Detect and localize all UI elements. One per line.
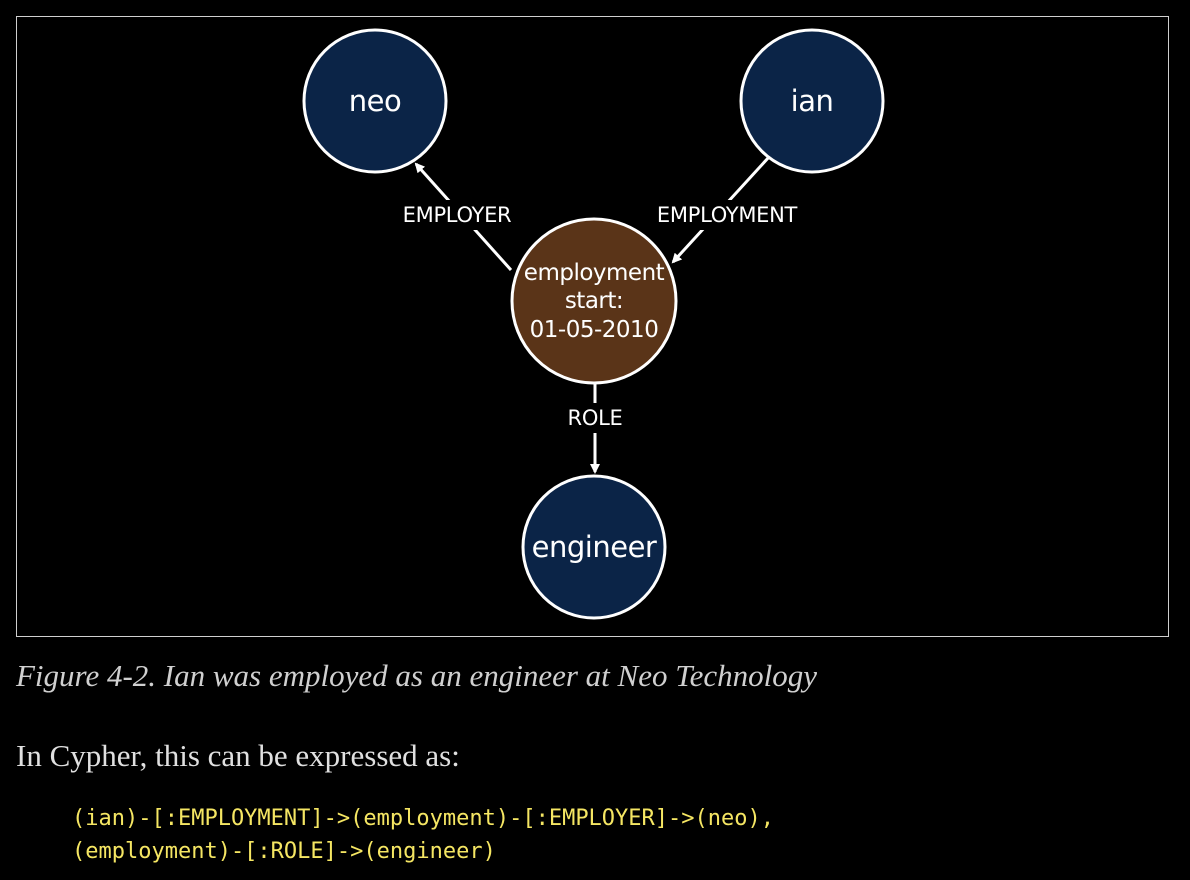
edge-employer-label: EMPLOYER (403, 203, 512, 227)
node-employment-line-1: employment (524, 260, 665, 286)
edge-employment-label-bg (661, 200, 793, 230)
node-engineer-label: engineer (532, 530, 657, 564)
figure-frame: EMPLOYER EMPLOYMENT ROLE neo ian employm… (16, 16, 1169, 637)
node-neo (302, 28, 448, 174)
node-neo-label: neo (349, 84, 401, 118)
graph-diagram: EMPLOYER EMPLOYMENT ROLE neo ian employm… (302, 28, 885, 620)
code-line: (ian)-[:EMPLOYMENT]->(employment)-[:EMPL… (72, 806, 774, 831)
edge-role-label-bg (568, 403, 622, 433)
node-engineer (521, 474, 667, 620)
node-employment (510, 217, 678, 385)
node-ian-label: ian (791, 84, 834, 118)
cypher-code-block: (ian)-[:EMPLOYMENT]->(employment)-[:EMPL… (72, 802, 774, 868)
figure-caption: Figure 4-2. Ian was employed as an engin… (16, 658, 817, 693)
node-employment-line-2: start: (565, 288, 623, 314)
edge-employment-label: EMPLOYMENT (657, 203, 798, 227)
edge-employer-label-bg (405, 200, 509, 230)
edge-role-label: ROLE (568, 406, 623, 430)
code-line: (employment)-[:ROLE]->(engineer) (72, 839, 496, 864)
node-ian (739, 28, 885, 174)
body-paragraph: In Cypher, this can be expressed as: (16, 738, 460, 773)
node-employment-line-3: 01-05-2010 (530, 317, 659, 343)
